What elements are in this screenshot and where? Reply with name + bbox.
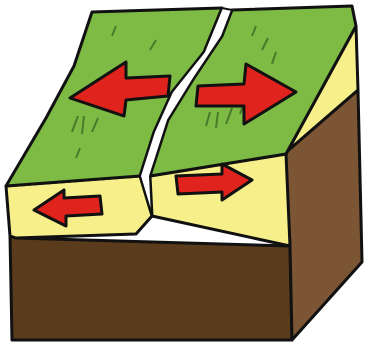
earth-front-face <box>10 236 292 340</box>
